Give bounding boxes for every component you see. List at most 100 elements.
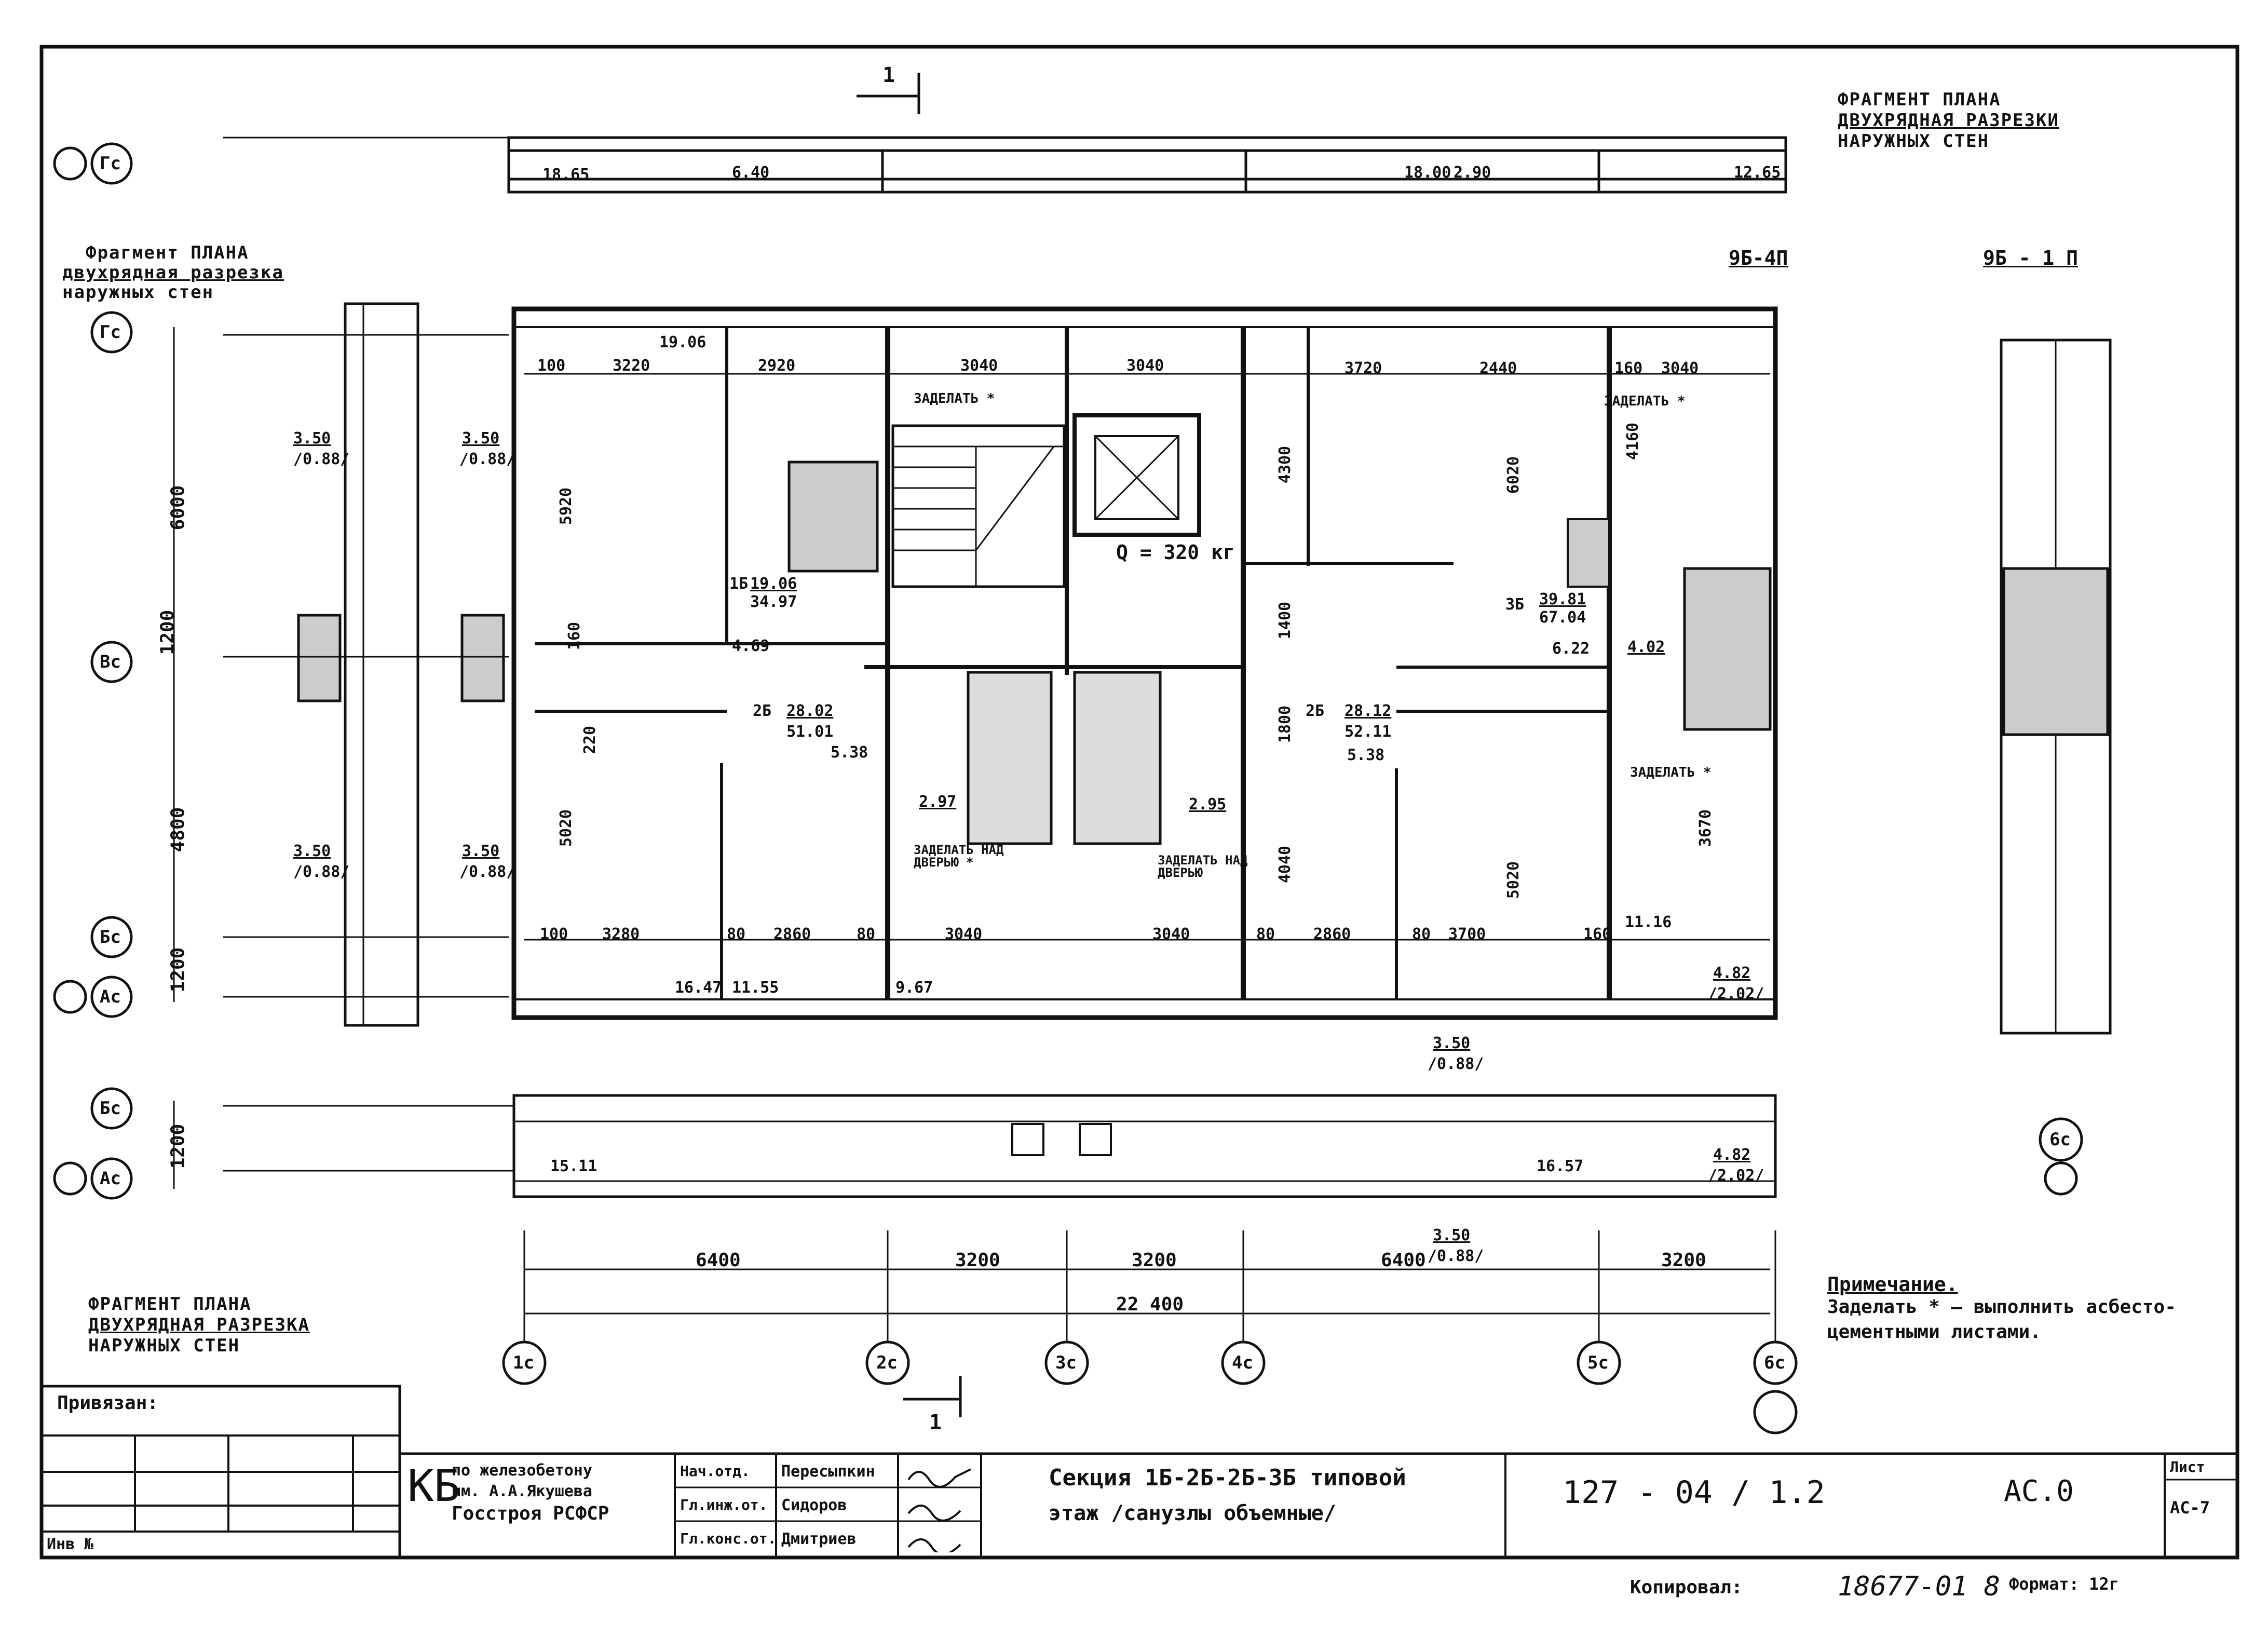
- privyazan-label: Привязан:: [57, 1392, 159, 1414]
- dim-vertical: 1800: [1276, 705, 1295, 743]
- dim-left-6000: 6000: [167, 485, 189, 531]
- dim-vertical: 5020: [557, 809, 576, 847]
- window-label: 3.50: [1433, 1034, 1471, 1052]
- frag-top-line1: ФРАГМЕНТ ПЛАНА: [1838, 89, 2001, 110]
- zadelat-note: ЗАДЕЛАТЬ *: [1630, 765, 1712, 780]
- dim-vertical: 6020: [1504, 456, 1523, 494]
- zadelat-door-note: ЗАДЕЛАТЬ НАД ДВЕРЬЮ: [1158, 853, 1248, 880]
- room-2b-right-id: 2Б: [1306, 702, 1325, 720]
- axis-label-3c: 3с: [1055, 1352, 1077, 1373]
- sheet-mark: АС.0: [2004, 1474, 2074, 1508]
- title-line2: этаж /санузлы объемные/: [1049, 1501, 1336, 1525]
- dim-span-5: 3200: [1661, 1250, 1706, 1271]
- panel-label: 16.47: [675, 979, 722, 997]
- dim-top: 3040: [1126, 357, 1164, 375]
- list-label: Лист: [2170, 1458, 2205, 1475]
- room-2b-right-total: 52.11: [1344, 723, 1392, 741]
- dim-top: 3720: [1344, 359, 1382, 377]
- bottom-fragment-strip: [512, 1094, 1777, 1198]
- building-outline: [511, 306, 1778, 1020]
- panel-label: 11.55: [732, 979, 779, 997]
- panel-label: 18.65: [542, 166, 590, 184]
- room-2b-left-total: 51.01: [786, 723, 834, 741]
- room-1b-area: 19.06: [750, 575, 797, 593]
- frag-left-line1: Фрагмент ПЛАНА: [86, 242, 249, 263]
- lift-shaft: [1072, 413, 1201, 537]
- panel-label: 11.16: [1625, 913, 1672, 931]
- window-label: 3.50: [293, 842, 331, 860]
- format-label: Формат: 12г: [2009, 1574, 2119, 1594]
- dim-left-1200b: 1200: [167, 1123, 189, 1169]
- room-3b-area: 39.81: [1539, 590, 1586, 608]
- dim-span-4: 6400: [1381, 1250, 1426, 1271]
- axis-bubble: [90, 311, 133, 354]
- note-line1: Заделать * – выполнить асбесто-: [1827, 1296, 2176, 1318]
- axis-bubble: [53, 980, 87, 1014]
- inventory-label: Инв №: [47, 1535, 94, 1553]
- panel-label: 15.11: [550, 1157, 597, 1175]
- dim-bottom: 80: [1256, 925, 1275, 943]
- dim-bottom: 2860: [1313, 925, 1351, 943]
- axis-label-6c-right: 6с: [2049, 1129, 2071, 1150]
- dim-bottom: 160: [1583, 925, 1612, 943]
- copied-label: Копировал:: [1630, 1577, 1743, 1598]
- zadelat-note: ЗАДЕЛАТЬ *: [1604, 394, 1686, 409]
- axis-bubble: [53, 146, 87, 181]
- axis-bubble: [2039, 1117, 2083, 1162]
- window-label: /0.88/: [293, 450, 350, 468]
- frag-top-line2: ДВУХРЯДНАЯ РАЗРЕЗКИ: [1838, 110, 2059, 131]
- dim-bottom: 100: [540, 925, 568, 943]
- room-3b-extra: 6.22: [1552, 640, 1590, 658]
- axis-label-gc-top: Гс: [100, 153, 121, 174]
- dim-bottom: 3700: [1448, 925, 1486, 943]
- axis-bubble: [90, 1157, 133, 1200]
- dim-top: 2440: [1479, 359, 1517, 377]
- dim-top: 3040: [960, 357, 998, 375]
- window-label: 3.50: [1433, 1226, 1471, 1244]
- axis-bubble: [90, 976, 133, 1018]
- frag-bottom-line1: ФРАГМЕНТ ПЛАНА: [88, 1294, 252, 1315]
- dim-span-3: 3200: [1132, 1250, 1177, 1271]
- copied-number: 18677-01 8: [1838, 1571, 2001, 1602]
- dim-top: 3040: [1661, 359, 1699, 377]
- axis-bubble: [1753, 1390, 1798, 1434]
- axis-label-ac: Ас: [100, 986, 121, 1007]
- dim-bottom: 80: [727, 925, 746, 943]
- room-2b-left-area: 28.02: [786, 702, 834, 720]
- dim-vertical: 5920: [557, 487, 576, 525]
- axis-label-bc: Бс: [100, 927, 121, 947]
- room-2b-left-extra: 5.38: [831, 743, 868, 762]
- dim-vertical: 4300: [1276, 445, 1295, 484]
- axis-bubble: [1753, 1340, 1798, 1385]
- frag-top-line3: НАРУЖНЫХ СТЕН: [1838, 131, 1990, 152]
- zadelat-door-note: ЗАДЕЛАТЬ НАД ДВЕРЬЮ *: [914, 843, 1004, 870]
- panel-mark-9b-1p: 9Б - 1 П: [1983, 247, 2079, 269]
- dim-vertical: 4040: [1276, 845, 1295, 884]
- axis-label-ac-bottom: Ас: [100, 1168, 121, 1189]
- panel-mark-9b-4p: 9Б-4П: [1729, 247, 1788, 269]
- frag-bottom-line2: ДВУХРЯДНАЯ РАЗРЕЗКА: [88, 1315, 310, 1335]
- window-label: 2.95: [1189, 795, 1227, 814]
- panel-label: 19.06: [659, 333, 707, 351]
- dim-bottom: 3280: [602, 925, 640, 943]
- axis-label-5c: 5с: [1587, 1352, 1609, 1373]
- staff-role: Гл.инж.от.: [680, 1496, 768, 1513]
- frag-left-line3: наружных стен: [62, 282, 214, 303]
- staff-name: Дмитриев: [781, 1530, 857, 1548]
- room-3b-total: 67.04: [1539, 608, 1586, 627]
- frag-left-line2: двухрядная разрезка: [62, 262, 284, 283]
- window-label: /2.02/: [1708, 985, 1764, 1003]
- axis-label-2c: 2с: [876, 1352, 898, 1373]
- dim-bottom: 2860: [773, 925, 811, 943]
- dim-vertical: 4160: [1624, 422, 1642, 461]
- bathroom-cabin: [1073, 671, 1162, 845]
- org-line1: по железобетону: [452, 1461, 592, 1480]
- axis-label-gc: Гс: [100, 322, 121, 343]
- axis-bubble: [90, 916, 133, 958]
- staff-name: Пересыпкин: [781, 1462, 875, 1481]
- panel-label: 12.65: [1734, 164, 1781, 182]
- bathroom-cabin: [1683, 567, 1772, 731]
- note-line2: цементными листами.: [1827, 1321, 2041, 1343]
- dim-top: 100: [537, 357, 566, 375]
- room-2b-left-id: 2Б: [753, 702, 772, 720]
